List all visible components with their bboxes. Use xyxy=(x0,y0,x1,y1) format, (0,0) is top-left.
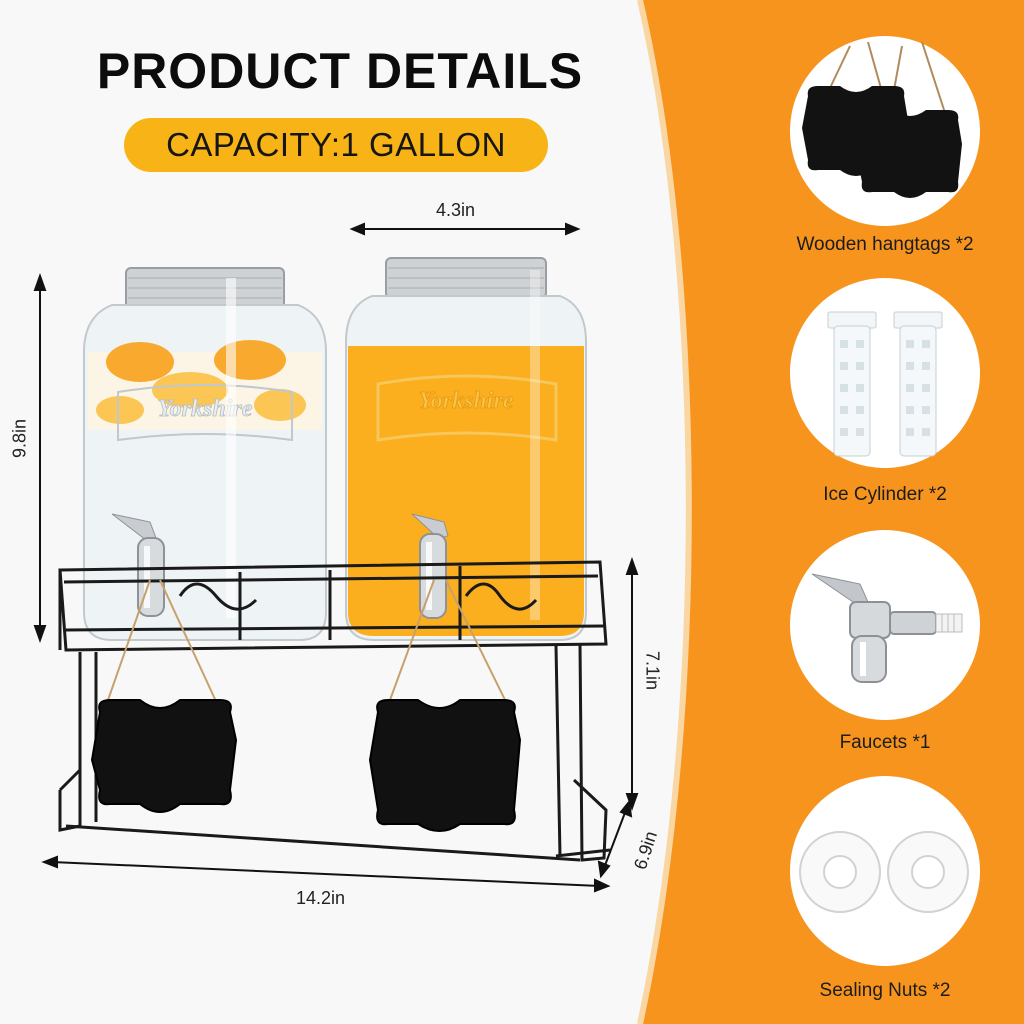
right-glass-jar: Yorkshire xyxy=(345,257,587,641)
dimension-height-right: 7.1in xyxy=(642,650,663,691)
left-hangtag xyxy=(90,579,238,813)
right-jar-emboss: Yorkshire xyxy=(419,388,514,414)
accessory-label-ice-cylinder: Ice Cylinder *2 xyxy=(823,484,947,505)
dimension-width-top: 4.3in xyxy=(436,200,476,220)
accessory-label-sealing-nuts: Sealing Nuts *2 xyxy=(819,980,951,1001)
accessory-hangtags-circle xyxy=(790,36,980,226)
dimension-height-left: 9.8in xyxy=(9,418,30,459)
sealing-nut-icon xyxy=(799,831,969,913)
accessory-label-hangtags: Wooden hangtags *2 xyxy=(796,234,974,255)
wire-rack xyxy=(58,560,611,862)
capacity-badge: CAPACITY:1 GALLON xyxy=(124,118,548,172)
accessory-sealing-nuts-circle xyxy=(790,776,980,966)
accessory-label-faucet: Faucets *1 xyxy=(839,732,931,753)
chalkboard-hangtag-icon xyxy=(802,41,962,198)
faucet-icon xyxy=(811,573,963,683)
dimension-width-bottom: 14.2in xyxy=(296,888,346,908)
accessory-ice-cylinder-circle xyxy=(790,278,980,468)
left-jar-emboss: Yorkshire xyxy=(158,396,253,422)
right-hangtag xyxy=(368,579,522,832)
right-faucet xyxy=(411,513,449,619)
left-glass-jar: Yorkshire xyxy=(83,267,327,641)
accessory-faucet-circle xyxy=(790,530,980,720)
ice-cylinder-icon xyxy=(827,311,943,457)
dimension-lines xyxy=(33,222,639,893)
page-title: PRODUCT DETAILS xyxy=(96,43,584,99)
